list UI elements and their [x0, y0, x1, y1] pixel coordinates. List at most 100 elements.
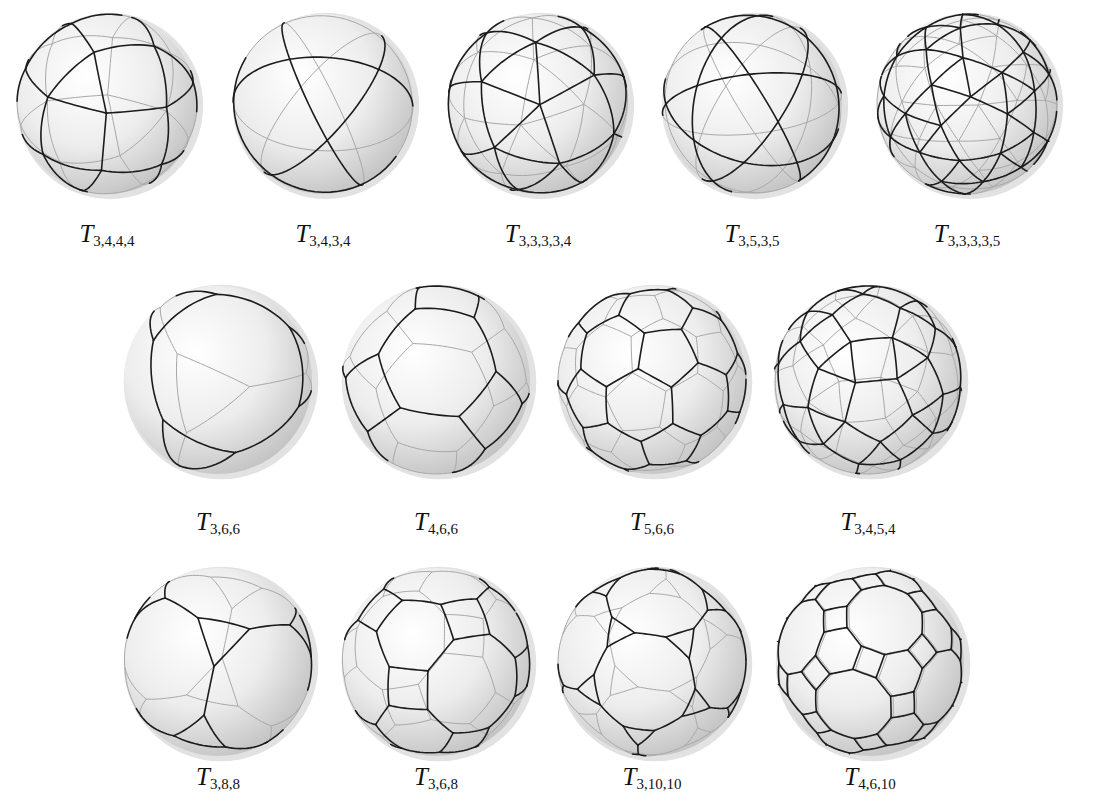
- visible-edge: [487, 31, 536, 42]
- hidden-edge: [108, 95, 120, 156]
- visible-edge: [937, 649, 952, 652]
- visible-edge: [289, 327, 302, 406]
- hidden-edge: [778, 684, 780, 685]
- visible-edge: [174, 736, 226, 747]
- visible-edge: [581, 333, 587, 369]
- hidden-edge: [891, 102, 902, 134]
- hidden-edge: [910, 650, 924, 669]
- hidden-edge: [631, 337, 632, 373]
- visible-edge: [744, 122, 778, 163]
- visible-edge: [127, 619, 135, 639]
- hidden-edge: [178, 433, 186, 466]
- visible-edge: [135, 598, 165, 619]
- visible-edge: [1002, 73, 1007, 114]
- visible-edge: [846, 606, 848, 627]
- hidden-edge: [660, 391, 666, 427]
- hidden-edge: [419, 572, 432, 591]
- visible-edge: [234, 58, 246, 94]
- visible-edge: [799, 441, 809, 453]
- hidden-edge: [444, 615, 483, 619]
- hidden-edge: [803, 656, 817, 672]
- visible-edge: [959, 160, 983, 181]
- hidden-edge: [374, 33, 381, 36]
- visible-edge: [379, 36, 385, 70]
- visible-edge: [300, 615, 312, 656]
- visible-edge: [17, 68, 26, 101]
- visible-edge: [787, 602, 801, 618]
- visible-edge: [485, 404, 522, 449]
- visible-edge: [913, 394, 943, 415]
- visible-edge: [490, 634, 515, 657]
- hidden-edge: [961, 661, 963, 682]
- hidden-edge: [1056, 105, 1057, 111]
- visible-edge: [606, 596, 612, 617]
- hidden-edge: [747, 170, 783, 192]
- visible-edge: [376, 600, 402, 631]
- visible-edge: [400, 408, 459, 417]
- hidden-edge: [418, 684, 431, 719]
- visible-edge: [713, 181, 732, 192]
- hidden-edge: [776, 334, 786, 373]
- hidden-edge: [825, 611, 827, 632]
- visible-edge: [807, 38, 836, 86]
- visible-edge: [963, 58, 1002, 73]
- visible-edge: [1034, 132, 1048, 141]
- visible-edge: [587, 315, 619, 333]
- hidden-edge: [271, 705, 301, 726]
- hidden-edge: [618, 295, 655, 299]
- visible-edge: [694, 140, 744, 162]
- visible-edge: [459, 416, 485, 448]
- visible-edge: [82, 170, 101, 190]
- visible-edge: [727, 708, 728, 717]
- visible-edge: [94, 45, 154, 52]
- visible-edge: [959, 639, 961, 660]
- visible-edge: [778, 684, 780, 686]
- visible-edge: [963, 14, 998, 24]
- hidden-edge: [697, 649, 710, 677]
- visible-edge: [1021, 132, 1034, 167]
- hidden-edge: [451, 53, 477, 81]
- visible-edge: [955, 346, 960, 387]
- sphere: [877, 14, 1057, 194]
- hidden-edge: [818, 674, 832, 690]
- hidden-edge: [578, 385, 606, 397]
- visible-edge: [921, 612, 923, 633]
- tiling-label: T3,8,8: [196, 763, 240, 793]
- hidden-edge: [844, 418, 886, 422]
- visible-edge: [726, 353, 737, 375]
- hidden-edge: [891, 134, 919, 140]
- hidden-edge: [704, 28, 707, 46]
- hidden-edge: [120, 111, 166, 156]
- hidden-edge: [464, 53, 478, 118]
- tiled-sphere: [558, 285, 753, 480]
- hidden-edge: [394, 464, 453, 474]
- visible-edge: [666, 86, 697, 104]
- hidden-edge: [232, 588, 262, 609]
- hidden-edge: [684, 732, 711, 746]
- visible-edge: [43, 154, 82, 190]
- sphere-halo: [124, 285, 319, 480]
- visible-edge: [1021, 32, 1030, 40]
- visible-edge: [648, 568, 658, 569]
- visible-edge: [191, 71, 194, 83]
- visible-edge: [639, 754, 646, 755]
- visible-edge: [682, 708, 710, 717]
- visible-edge: [591, 451, 624, 469]
- tiled-sphere: [877, 13, 1063, 199]
- visible-edge: [801, 586, 815, 602]
- hidden-edge: [1027, 164, 1034, 170]
- hidden-edge: [894, 157, 925, 184]
- visible-edge: [166, 82, 193, 107]
- visible-edge: [594, 74, 624, 77]
- hidden-edge: [992, 36, 997, 67]
- visible-edge: [824, 628, 847, 633]
- hidden-edge: [923, 591, 938, 610]
- tiling-label: T3,4,5,4: [840, 508, 895, 538]
- visible-edge: [818, 369, 855, 383]
- hidden-edge: [951, 628, 953, 649]
- visible-edge: [154, 46, 166, 107]
- tiling-label: T5,6,6: [630, 508, 674, 538]
- visible-edge: [926, 50, 931, 85]
- visible-edge: [913, 692, 915, 713]
- visible-edge: [558, 664, 564, 685]
